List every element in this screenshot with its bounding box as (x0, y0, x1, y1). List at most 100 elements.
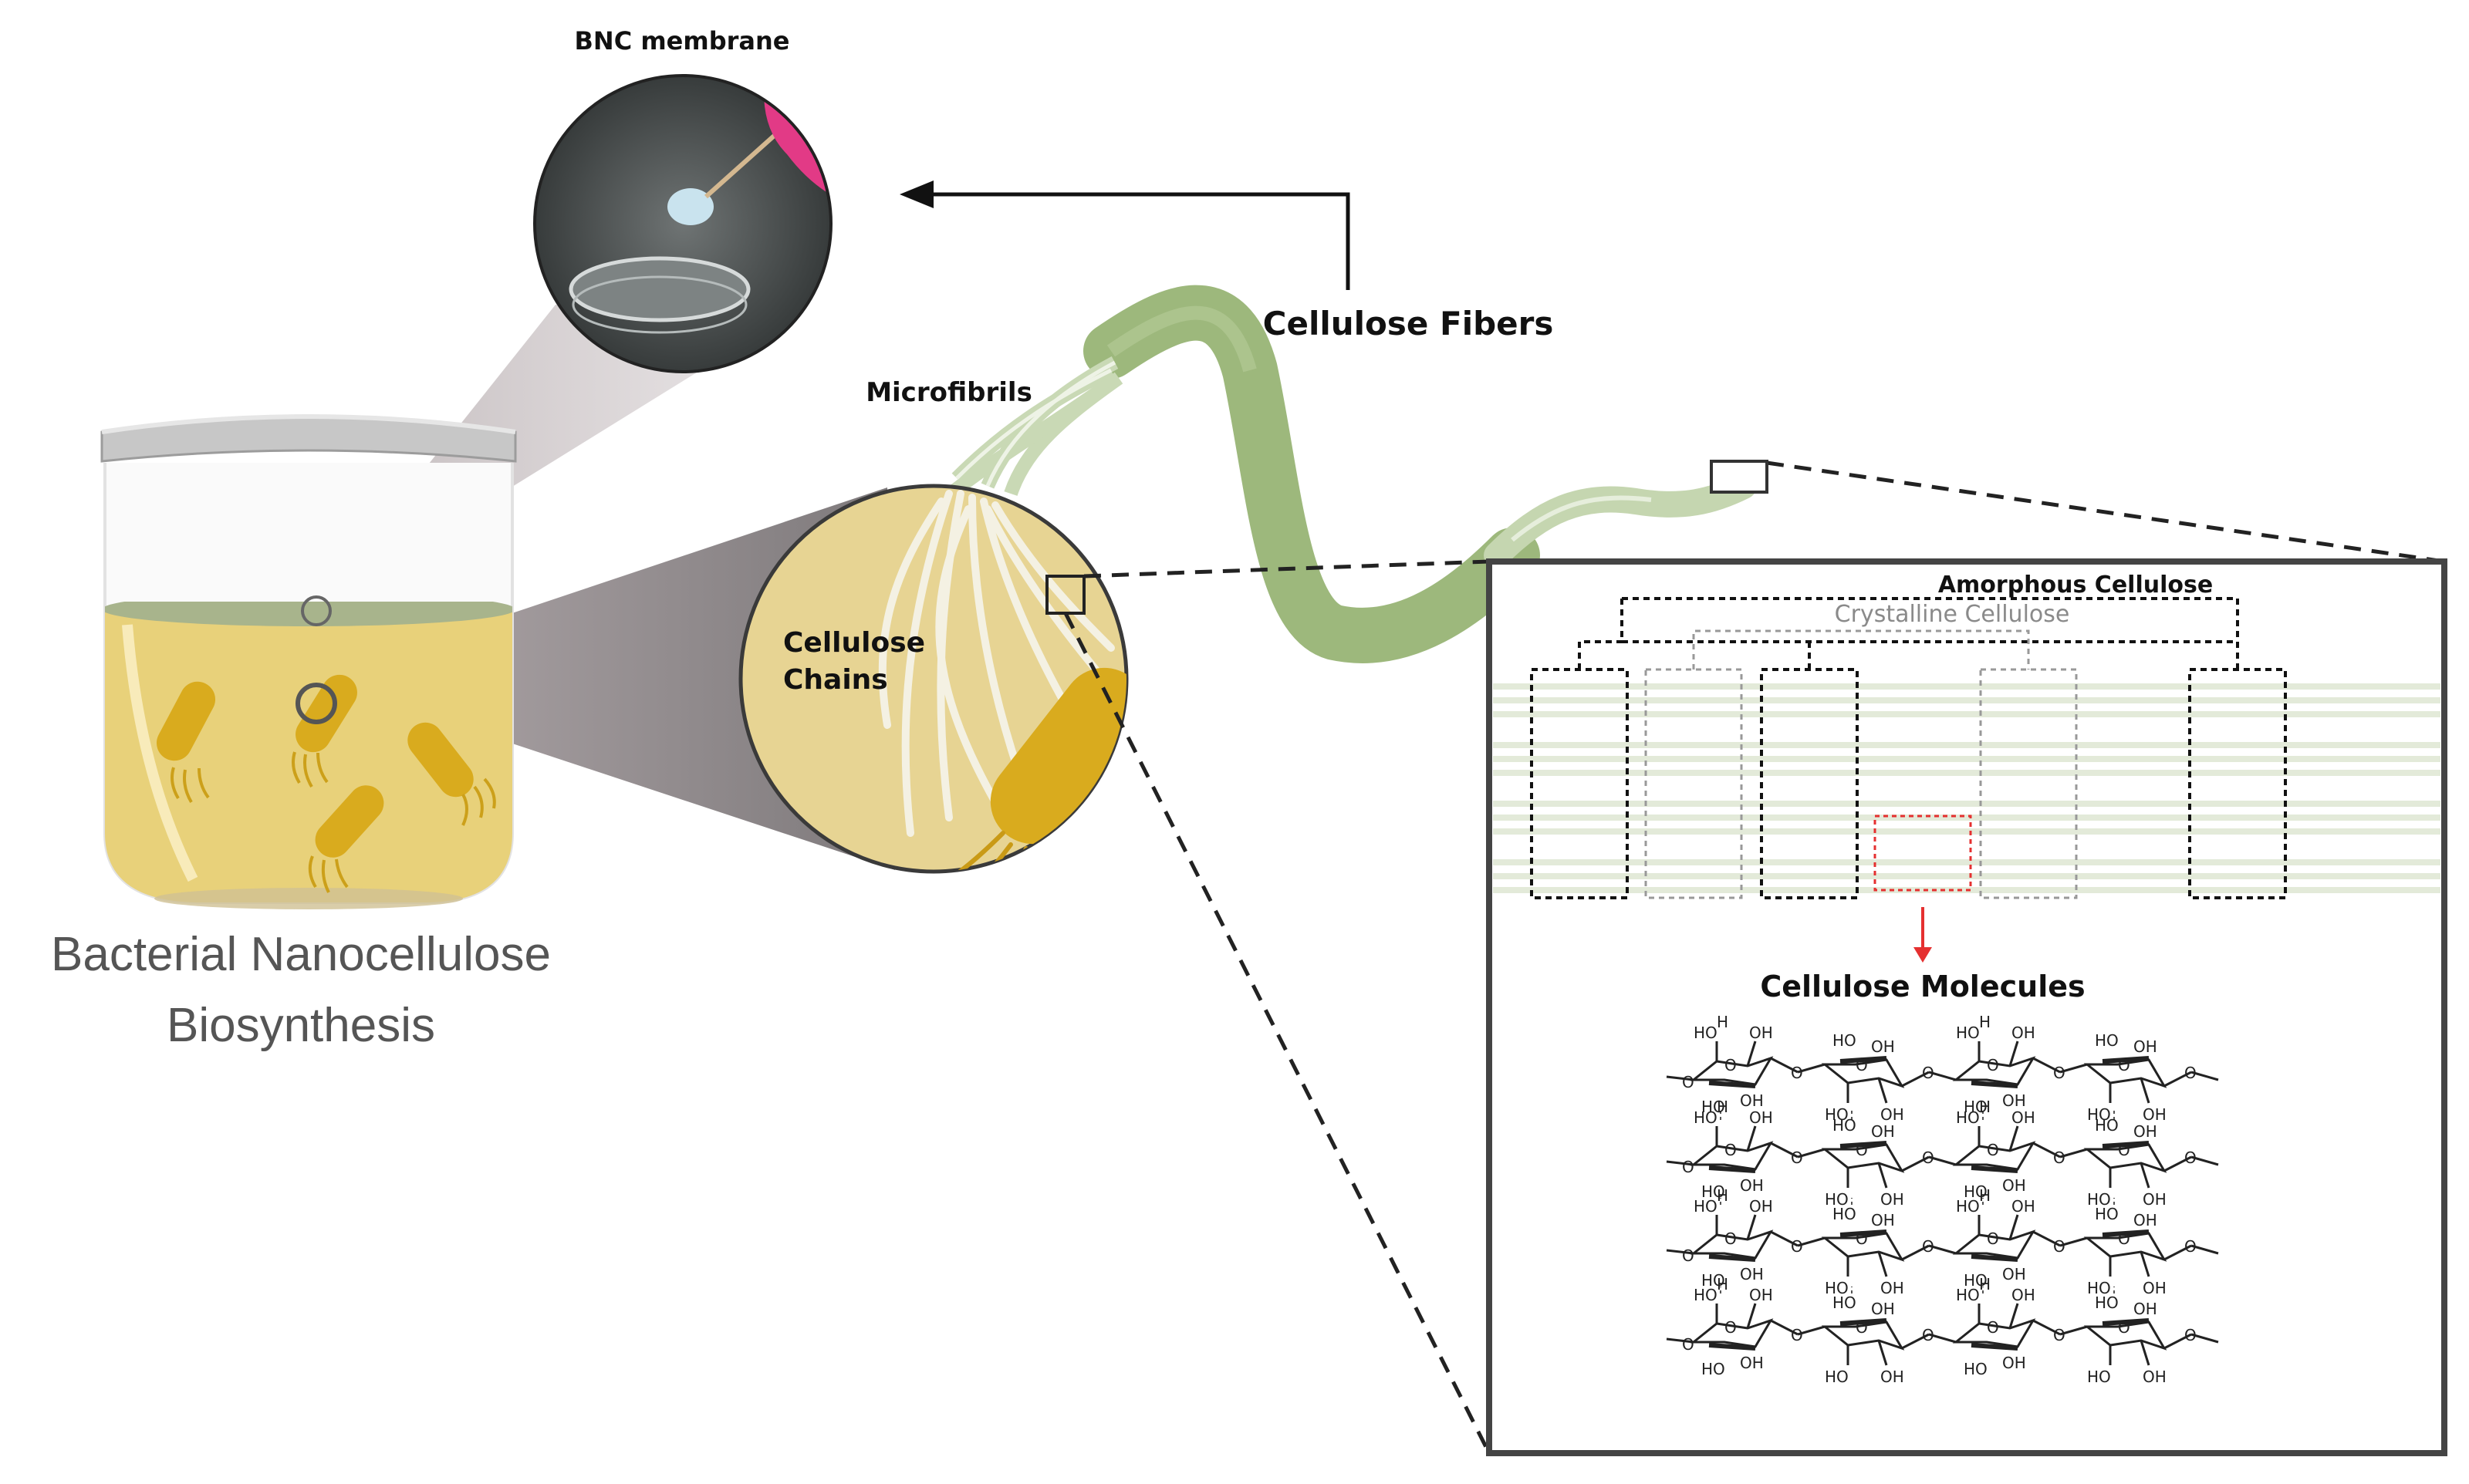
bacteria-group (156, 674, 496, 893)
hydroxyl-group: OH (1871, 1300, 1895, 1318)
cellulose-fiber (1083, 285, 1757, 663)
glycosidic-oxygen: O (1791, 1064, 1803, 1082)
hydroxyl-group: HO (1694, 1024, 1717, 1042)
bnc-membrane-label: BNC membrane (575, 26, 790, 56)
hydrogen-bond-h: H (1717, 1013, 1728, 1031)
ring-oxygen: O (2118, 1229, 2130, 1248)
glycosidic-oxygen: O (2184, 1148, 2197, 1167)
hydroxyl-group: OH (1880, 1190, 1904, 1209)
hydroxyl-group: HO (2095, 1205, 2119, 1223)
hydroxyl-group: HO (1701, 1360, 1725, 1378)
hydroxyl-group: HO (1832, 1116, 1856, 1135)
hydroxyl-group: OH (2133, 1037, 2157, 1056)
hydroxyl-group: HO (1964, 1098, 1988, 1116)
ring-oxygen: O (2118, 1318, 2130, 1337)
ring-oxygen: O (1856, 1141, 1868, 1159)
hydrogen-bond-h: H (1979, 1098, 1991, 1116)
hydroxyl-group: HO (1832, 1031, 1856, 1050)
ring-oxygen: O (1987, 1056, 1999, 1074)
chain-end-oxygen: O (1682, 1335, 1694, 1354)
fibers-to-membrane-arrow (900, 180, 1350, 290)
beaker (100, 414, 517, 909)
hydroxyl-group: HO (1694, 1197, 1717, 1216)
hydroxyl-group: HO (2095, 1293, 2119, 1312)
ring-oxygen: O (1724, 1141, 1737, 1159)
hydroxyl-group: OH (2143, 1105, 2167, 1124)
hydroxyl-group: OH (1740, 1176, 1764, 1195)
hydroxyl-group: HO (1956, 1197, 1980, 1216)
ring-oxygen: O (1856, 1056, 1868, 1074)
hydroxyl-group: OH (2133, 1122, 2157, 1141)
hydroxyl-group: OH (1749, 1108, 1773, 1127)
hydroxyl-group: HO (1701, 1098, 1725, 1116)
hydroxyl-group: OH (1749, 1197, 1773, 1216)
cellulose-chain (1666, 1303, 2219, 1366)
glycosidic-oxygen: O (1791, 1148, 1803, 1167)
hydroxyl-group: OH (1749, 1286, 1773, 1304)
ring-oxygen: O (2118, 1056, 2130, 1074)
hydroxyl-group: OH (2011, 1108, 2035, 1127)
ring-oxygen: O (1987, 1141, 1999, 1159)
cellulose-chains-label-line2: Chains (783, 664, 888, 696)
cellulose-molecules-label: Cellulose Molecules (1760, 970, 2085, 1003)
beaker-base-shadow (154, 888, 463, 909)
hydroxyl-group: OH (1880, 1105, 1904, 1124)
ring-oxygen: O (1856, 1318, 1868, 1337)
hydroxyl-group: HO (1956, 1108, 1980, 1127)
crystalline-region (1979, 668, 2078, 899)
projection-cone-chains (316, 487, 895, 870)
hydroxyl-group: OH (2011, 1286, 2035, 1304)
glycosidic-oxygen: O (1922, 1148, 1934, 1167)
hydroxyl-group: HO (2087, 1279, 2111, 1297)
hydroxyl-group: OH (1880, 1279, 1904, 1297)
ring-oxygen: O (1724, 1056, 1737, 1074)
glycosidic-oxygen: O (2053, 1326, 2065, 1344)
hydroxyl-group: HO (2087, 1368, 2111, 1386)
hydroxyl-group: HO (1825, 1105, 1849, 1124)
diagram-title-line2: Biosynthesis (167, 999, 435, 1052)
ring-oxygen: O (1856, 1229, 1868, 1248)
hydroxyl-group: HO (1694, 1286, 1717, 1304)
hydroxyl-group: OH (2002, 1354, 2026, 1372)
hydroxyl-group: OH (1740, 1265, 1764, 1283)
glycosidic-oxygen: O (1791, 1326, 1803, 1344)
glycosidic-oxygen: O (2184, 1237, 2197, 1256)
hydroxyl-group: HO (1694, 1108, 1717, 1127)
hydroxyl-group: HO (1825, 1368, 1849, 1386)
hydrogen-bond-h: H (1979, 1275, 1991, 1293)
ring-oxygen: O (1724, 1318, 1737, 1337)
hydroxyl-group: OH (1749, 1024, 1773, 1042)
hydroxyl-group: HO (1701, 1182, 1725, 1201)
hydroxyl-group: OH (2143, 1279, 2167, 1297)
hydroxyl-group: HO (1832, 1205, 1856, 1223)
hydroxyl-group: HO (1832, 1293, 1856, 1312)
hydrogen-bond-h: H (1979, 1013, 1991, 1031)
crystalline-region (1644, 668, 1743, 899)
ring-oxygen: O (1987, 1318, 1999, 1337)
glycosidic-oxygen: O (2184, 1326, 2197, 1344)
glycosidic-oxygen: O (1922, 1326, 1934, 1344)
hydrogen-bond-h: H (1717, 1186, 1728, 1205)
ring-oxygen: O (1987, 1229, 1999, 1248)
hydroxyl-group: OH (1880, 1368, 1904, 1386)
hydroxyl-group: OH (2002, 1091, 2026, 1110)
hydroxyl-group: HO (1964, 1271, 1988, 1290)
ring-oxygen: O (1724, 1229, 1737, 1248)
hydroxyl-group: OH (1871, 1037, 1895, 1056)
hydroxyl-group: HO (2087, 1105, 2111, 1124)
hydrogen-bond-h: H (1717, 1275, 1728, 1293)
hydroxyl-group: OH (2011, 1197, 2035, 1216)
hydroxyl-group: OH (1740, 1354, 1764, 1372)
glycosidic-oxygen: O (1791, 1237, 1803, 1256)
detail-panel (1486, 558, 2447, 1456)
hydroxyl-group: HO (1964, 1360, 1988, 1378)
glycosidic-oxygen: O (2053, 1064, 2065, 1082)
cellulose-chains-circle (738, 484, 1129, 874)
hydroxyl-group: OH (2002, 1176, 2026, 1195)
hydroxyl-group: OH (2143, 1190, 2167, 1209)
hydroxyl-group: HO (2095, 1116, 2119, 1135)
hydroxyl-group: OH (2143, 1368, 2167, 1386)
cellulose-fibers-label: Cellulose Fibers (1263, 305, 1554, 342)
